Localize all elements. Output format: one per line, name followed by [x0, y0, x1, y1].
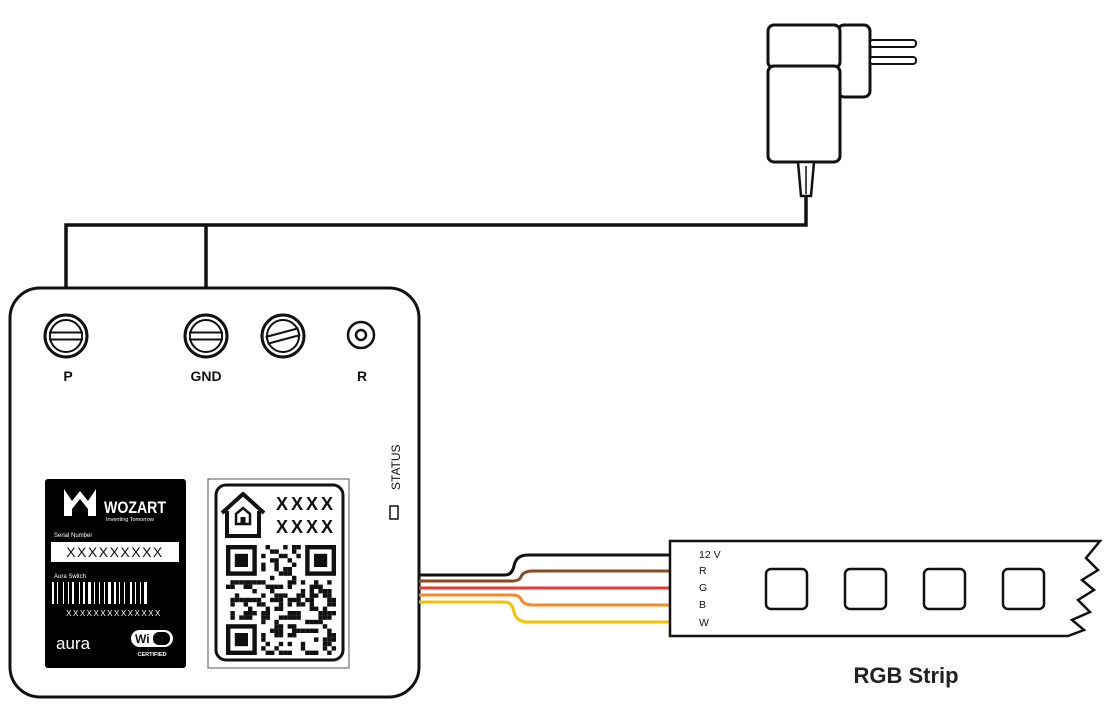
led-chip-4 [1001, 567, 1046, 611]
serial-number-value: XXXXXXXXX [66, 544, 164, 560]
wire-b [419, 593, 672, 607]
terminal-p-label: P [63, 368, 72, 384]
product-title: Aura Switch [54, 574, 86, 580]
barcode [52, 582, 147, 604]
status-led [389, 505, 399, 520]
home-icon [220, 492, 266, 538]
setup-code-line1: XXXX [276, 494, 336, 514]
pin-r-label: R [699, 565, 707, 577]
reset-button [346, 320, 376, 350]
terminal-3-screw [260, 313, 306, 359]
barcode-text: XXXXXXXXXXXXXX [66, 609, 162, 618]
adapter-plug-body [836, 23, 872, 99]
aura-logo: aura [56, 634, 91, 653]
status-indicator: STATUS [389, 444, 403, 490]
wire-r [419, 569, 672, 583]
led-chip-2 [843, 567, 888, 611]
led-chip-3 [922, 567, 967, 611]
serial-number-title: Serial Number [54, 533, 92, 539]
brand-tagline: Inventing Tomorrow [106, 517, 154, 523]
wifi-certified-text: CERTIFIED [137, 652, 166, 658]
wire-w [419, 600, 672, 624]
power-adapter [766, 23, 917, 198]
adapter-top-block [766, 23, 842, 70]
pin-g-label: G [699, 582, 707, 594]
wire-12v [419, 553, 672, 577]
terminal-gnd-screw [183, 313, 229, 359]
terminal-p-screw [43, 313, 89, 359]
adapter-body [766, 64, 842, 164]
power-cable [64, 196, 808, 292]
pin-b-label: B [699, 599, 706, 611]
rgb-strip: 12 V R G B W [668, 539, 1103, 638]
wifi-text: Wi Fi [135, 632, 164, 646]
serial-number-box [51, 542, 179, 562]
pin-12v-label: 12 V [699, 549, 721, 561]
pin-w-label: W [699, 617, 709, 629]
wifi-certified-badge: Wi Fi CERTIFIED [131, 630, 173, 658]
adapter-prong-top [869, 39, 917, 48]
qr-label-card: XXXX XXXX [207, 478, 350, 669]
terminal-gnd-label: GND [190, 368, 221, 384]
strip-caption: RGB Strip [853, 663, 958, 688]
setup-code-line2: XXXX [276, 517, 336, 537]
wires [419, 553, 672, 624]
led-chip-1 [764, 567, 809, 611]
terminal-r-label: R [357, 368, 367, 384]
adapter-prong-bottom [869, 56, 917, 65]
qr-code [226, 545, 336, 655]
brand-name: WOZART [104, 498, 167, 517]
product-label-card: WOZART Inventing Tomorrow Serial Number … [45, 479, 186, 668]
status-label: STATUS [389, 444, 403, 490]
